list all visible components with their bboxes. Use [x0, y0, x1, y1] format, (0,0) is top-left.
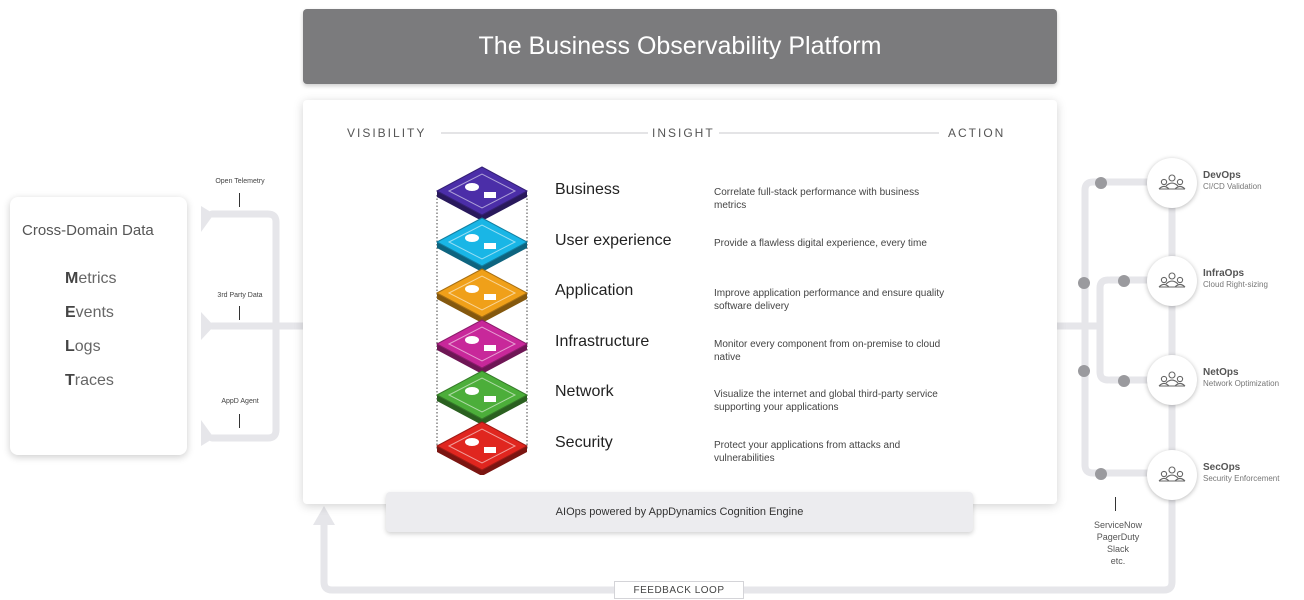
phase-visibility: VISIBILITY	[347, 126, 431, 140]
ops-name: SecOps	[1203, 462, 1241, 473]
tool-pagerduty: PagerDuty	[1096, 532, 1140, 542]
ops-subtitle: Security Enforcement	[1203, 474, 1280, 483]
layer-description: Visualize the internet and global third-…	[714, 389, 938, 414]
ops-subtitle: CI/CD Validation	[1203, 182, 1262, 191]
layer-title: Business	[555, 181, 620, 198]
feedback-loop-label: FEEDBACK LOOP	[614, 581, 744, 599]
tool-servicenow: ServiceNow	[1093, 520, 1142, 530]
layer-title: Network	[555, 383, 614, 401]
ops-name: DevOps	[1203, 170, 1241, 181]
layer-description: Correlate full-stack performance with bu…	[714, 187, 920, 211]
source-third-party: 3rd Party Data	[217, 292, 263, 299]
aiops-bar: AIOps powered by AppDynamics Cognition E…	[386, 492, 973, 532]
platform-title: The Business Observability Platform	[478, 32, 882, 60]
phase-insight: INSIGHT	[648, 126, 719, 140]
business-layer-icon	[435, 166, 529, 221]
source-open-telemetry: Open Telemetry	[215, 178, 265, 185]
cross-domain-data-title: Cross-Domain Data	[22, 222, 154, 239]
layer-description: Protect your applications from attacks a…	[714, 440, 901, 464]
data-item-events: Events	[65, 304, 114, 321]
tool-slack: Slack	[1106, 544, 1129, 554]
platform-card	[303, 100, 1057, 504]
integration-tools: ServiceNow PagerDuty Slack etc.	[1078, 519, 1158, 567]
layer-title: Application	[555, 282, 634, 300]
tool-etc: etc.	[1110, 556, 1126, 566]
user-experience-layer-icon	[435, 217, 529, 272]
layer-title: User experience	[555, 231, 672, 249]
ops-name: NetOps	[1203, 367, 1239, 378]
platform-header: The Business Observability Platform	[303, 9, 1057, 84]
source-appd-agent: AppD Agent	[221, 398, 259, 405]
team-icon	[1147, 158, 1197, 208]
layer-stack	[435, 166, 529, 475]
security-layer-icon	[435, 421, 529, 475]
source-tick	[239, 306, 240, 320]
layer-description: Improve application performance and ensu…	[714, 288, 945, 313]
layer-description: Monitor every component from on-premise …	[714, 338, 941, 363]
data-item-logs: Logs	[65, 338, 101, 355]
layer-title: Security	[555, 434, 613, 451]
layer-description: Provide a flawless digital experience, e…	[714, 237, 927, 249]
cross-domain-data-card	[10, 197, 187, 455]
phase-action: ACTION	[944, 126, 1006, 140]
data-item-traces: Traces	[65, 372, 114, 389]
ops-subtitle: Cloud Right-sizing	[1203, 280, 1268, 289]
source-tick	[239, 414, 240, 428]
team-icon	[1147, 256, 1197, 306]
team-icon	[1147, 450, 1197, 500]
team-icon	[1147, 355, 1197, 405]
infrastructure-layer-icon	[435, 319, 529, 374]
layer-title: Infrastructure	[555, 332, 650, 350]
application-layer-icon	[435, 268, 529, 323]
tools-tick	[1115, 497, 1116, 511]
ops-subtitle: Network Optimization	[1203, 379, 1280, 388]
data-item-metrics: Metrics	[65, 270, 117, 287]
ops-name: InfraOps	[1203, 268, 1245, 279]
source-tick	[239, 193, 240, 207]
network-layer-icon	[435, 370, 529, 425]
aiops-label: AIOps powered by AppDynamics Cognition E…	[555, 506, 804, 518]
